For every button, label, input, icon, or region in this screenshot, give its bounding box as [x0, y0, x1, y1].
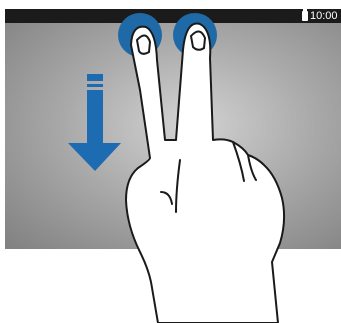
- hand-icon: [126, 24, 284, 323]
- fingernail-shape: [137, 35, 150, 53]
- arrow-down-icon: [68, 74, 121, 171]
- fingernail-shape: [191, 31, 205, 49]
